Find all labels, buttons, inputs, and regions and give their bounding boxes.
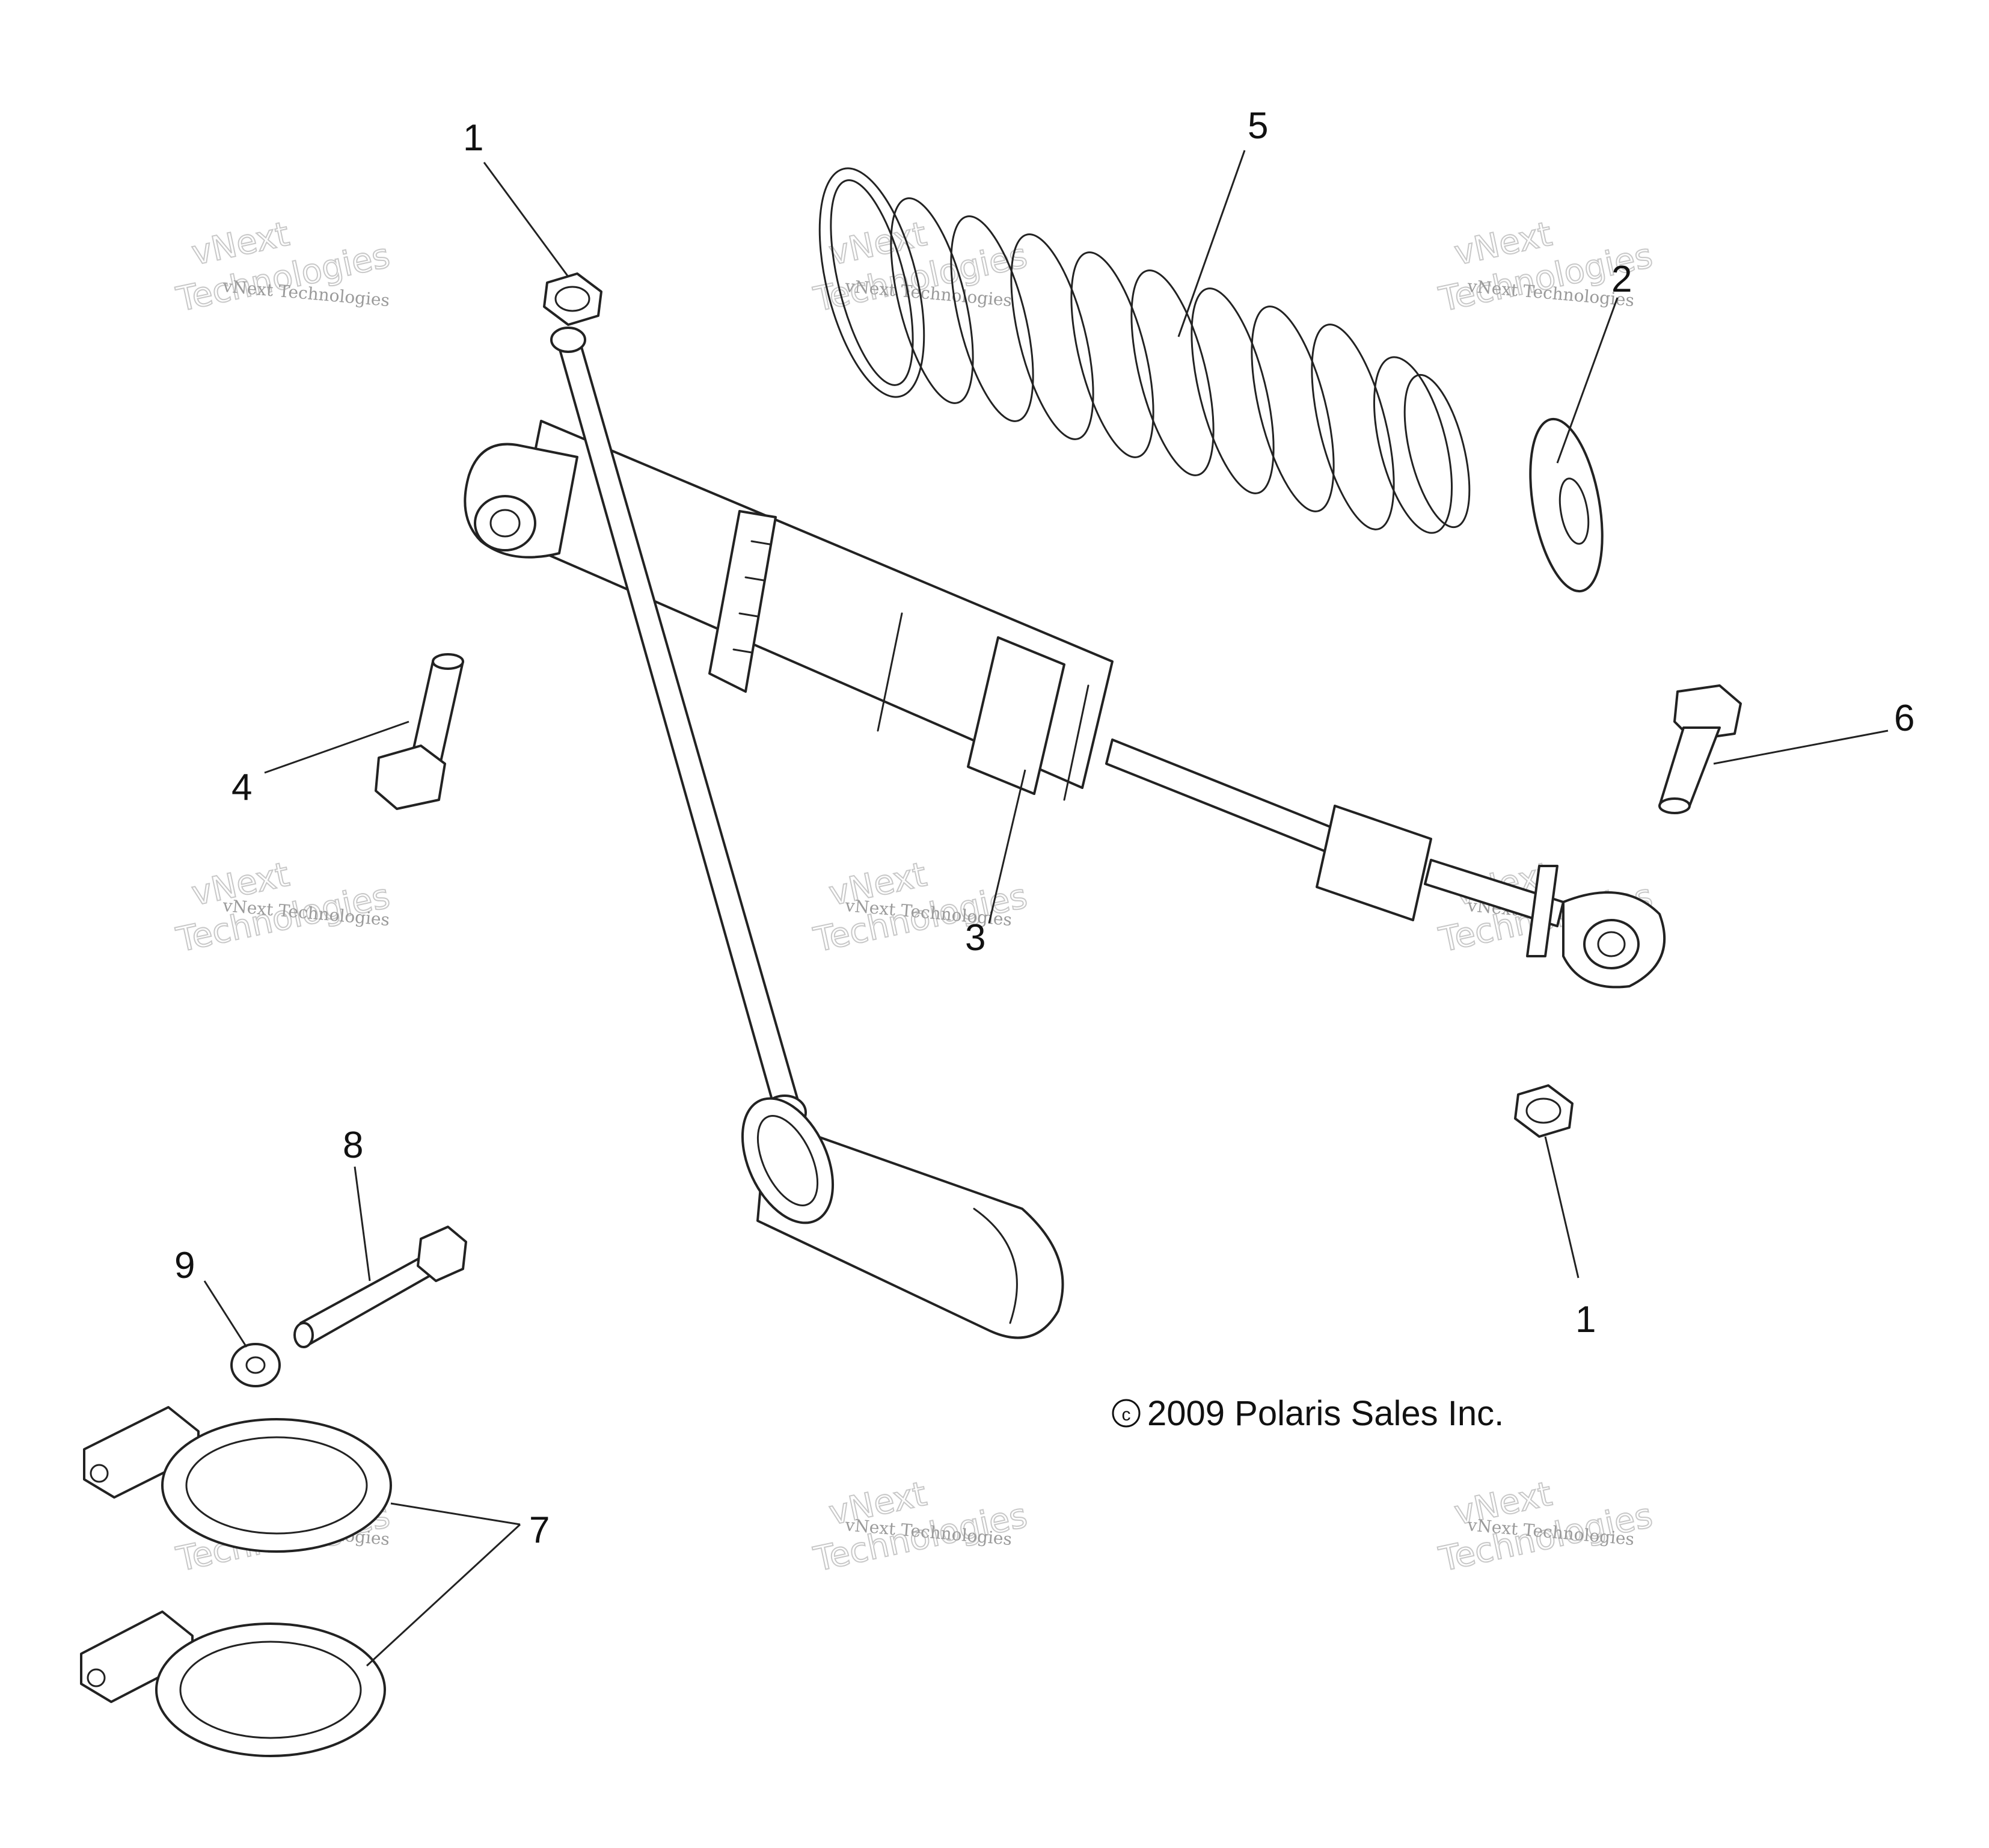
callout-3: 3 bbox=[965, 917, 985, 959]
callout-8: 8 bbox=[343, 1125, 363, 1166]
callout-1-top: 1 bbox=[463, 117, 483, 159]
callout-labels: 1 1 2 3 4 5 6 7 8 9 bbox=[174, 105, 1914, 1551]
watermark: vNext Technologies bbox=[810, 1474, 1031, 1580]
bolt-right[interactable] bbox=[1658, 684, 1742, 814]
shock-absorber[interactable] bbox=[464, 420, 1666, 989]
shock-reservoir[interactable] bbox=[550, 327, 1064, 1339]
copyright-circle-icon bbox=[1112, 1399, 1141, 1428]
long-bolt[interactable] bbox=[293, 1226, 467, 1348]
clamp-upper[interactable] bbox=[83, 1406, 392, 1553]
callout-6: 6 bbox=[1894, 698, 1914, 739]
lock-nut-top[interactable] bbox=[543, 272, 602, 326]
coil-spring[interactable] bbox=[800, 158, 1482, 541]
leader-lines bbox=[203, 150, 1889, 1667]
copyright-symbol: c bbox=[1122, 1405, 1131, 1425]
callout-9: 9 bbox=[174, 1245, 195, 1286]
watermark: vNext Technologies bbox=[1435, 1474, 1656, 1580]
callout-4: 4 bbox=[231, 767, 252, 808]
copyright: c 2009 Polaris Sales Inc. bbox=[1112, 1394, 1504, 1433]
watermark: vNext Technologies bbox=[810, 855, 1031, 961]
lock-nut-bottom[interactable] bbox=[1514, 1084, 1574, 1138]
callout-2: 2 bbox=[1611, 259, 1632, 300]
copyright-text: 2009 Polaris Sales Inc. bbox=[1147, 1394, 1504, 1433]
callout-1-bottom: 1 bbox=[1575, 1299, 1596, 1340]
bolt-left[interactable] bbox=[375, 653, 464, 810]
spring-retainer[interactable] bbox=[1519, 414, 1614, 597]
callout-5: 5 bbox=[1248, 105, 1268, 147]
callout-7: 7 bbox=[529, 1509, 550, 1551]
clamp-lower[interactable] bbox=[80, 1610, 386, 1757]
washer[interactable] bbox=[230, 1343, 281, 1387]
watermark: vNext Technologies bbox=[173, 855, 394, 961]
